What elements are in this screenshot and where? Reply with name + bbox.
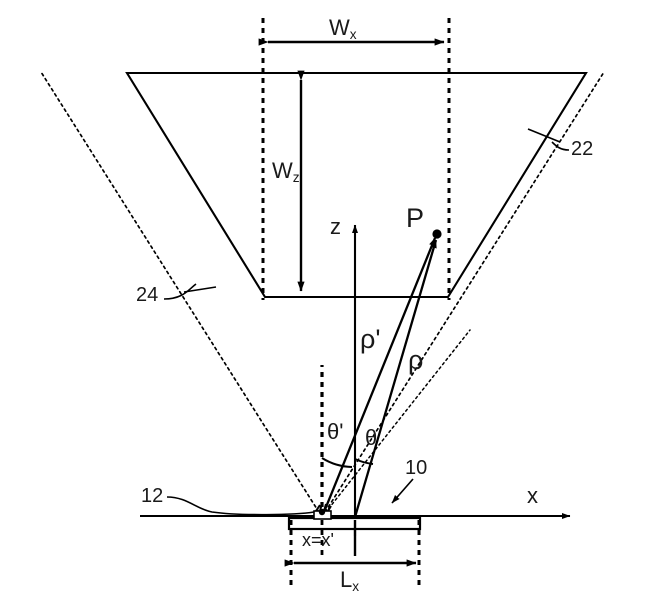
reference-22-label: 22	[571, 138, 594, 160]
element-12-origin	[318, 508, 326, 516]
rho-ray	[353, 239, 438, 518]
reference-leaders	[163, 128, 570, 516]
wx-guide-lines	[261, 18, 451, 300]
leader-22-tick	[527, 128, 561, 143]
leader-24-tick	[183, 286, 217, 293]
roi-outline	[125, 71, 588, 299]
point-p-marker	[432, 229, 442, 239]
leader-22	[551, 141, 570, 151]
theta-arc	[354, 458, 374, 465]
rho-prime-label: ρ'	[360, 324, 381, 354]
wx-label: Wx	[329, 15, 357, 43]
z-axis-label: z	[330, 214, 341, 239]
leader-12	[166, 496, 315, 516]
lx-guide-lines	[289, 520, 421, 590]
rho-label: ρ	[408, 345, 424, 375]
point-p-label: P	[406, 203, 425, 233]
element-12-hatch	[315, 502, 332, 512]
reference-24-label: 24	[136, 284, 159, 306]
beam-envelope-dotted	[40, 71, 605, 518]
array-element-12	[313, 502, 332, 520]
rho-prime-ray	[320, 237, 437, 518]
beam-dotted-right	[321, 71, 605, 518]
leader-10	[391, 478, 414, 504]
theta-prime-arc	[321, 457, 353, 468]
wz-label: Wz	[272, 158, 300, 186]
reference-12-label: 12	[141, 485, 164, 507]
rho-line	[353, 239, 438, 518]
rho-prime-line	[320, 237, 437, 518]
region-of-interest-trapezoid	[125, 71, 588, 299]
beam-dotted-left	[40, 71, 323, 518]
auxiliary-dotted-ray	[321, 329, 471, 518]
x-equals-xprime-label: x=x'	[302, 530, 334, 550]
theta-label: θ	[365, 425, 378, 450]
theta-prime-label: θ'	[327, 419, 344, 444]
leader-24	[163, 283, 197, 300]
x-axis-label: x	[527, 483, 538, 508]
lx-label: Lx	[340, 567, 360, 595]
reference-10-label: 10	[405, 457, 428, 479]
